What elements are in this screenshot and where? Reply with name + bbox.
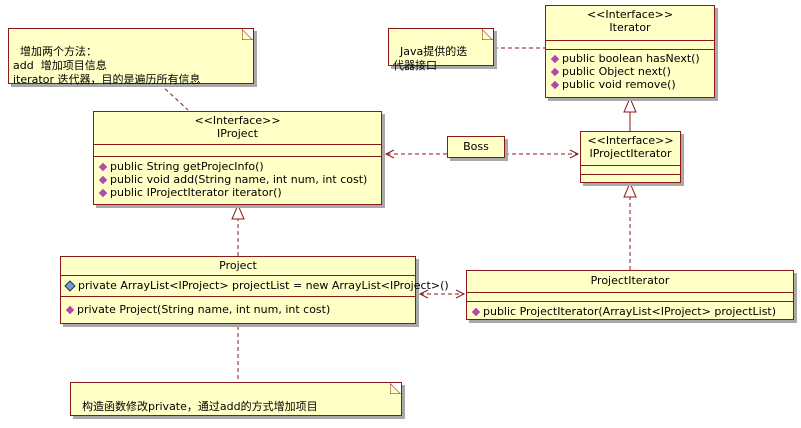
- iprojectiterator-stereotype: <<Interface>>: [587, 134, 674, 147]
- method-label: public ProjectIterator(ArrayList<IProjec…: [483, 305, 777, 318]
- public-method-icon: [550, 54, 560, 63]
- note-fold-icon: [390, 383, 401, 394]
- triangle-iterator: [623, 96, 637, 113]
- projectiterator-methods: public ProjectIterator(ArrayList<IProjec…: [467, 301, 793, 318]
- method-label: public boolean hasNext(): [562, 52, 700, 65]
- iterator-stereotype: <<Interface>>: [586, 8, 674, 21]
- method-label: public String getProjecInfo(): [110, 160, 264, 173]
- method-row: public boolean hasNext(): [546, 52, 714, 65]
- iproject-methods: public String getProjecInfo() public voi…: [94, 156, 381, 199]
- method-row: public IProjectIterator iterator(): [94, 186, 381, 199]
- triangle-iprojectiterator: [623, 181, 637, 198]
- method-row: public String getProjecInfo(): [94, 160, 381, 173]
- note-fold-icon: [242, 29, 253, 40]
- method-row: public Object next(): [546, 65, 714, 78]
- method-row: private Project(String name, int num, in…: [61, 303, 415, 316]
- field-label: private ArrayList<IProject> projectList …: [78, 279, 449, 292]
- class-project[interactable]: Project private ArrayList<IProject> proj…: [60, 256, 449, 324]
- public-method-icon: [550, 67, 560, 76]
- method-row: public void add(String name, int num, in…: [94, 173, 381, 186]
- iprojectiterator-name: IProjectIterator: [589, 147, 672, 160]
- note-java-text: Java提供的迭 代器接口: [393, 45, 468, 72]
- iproject-stereotype: <<Interface>>: [194, 114, 281, 127]
- iprojectiterator-attributes: [581, 165, 680, 174]
- method-label: public IProjectIterator iterator(): [110, 186, 282, 199]
- projectiterator-name: ProjectIterator: [590, 274, 670, 287]
- public-method-icon: [98, 175, 108, 184]
- iterator-name: Iterator: [609, 21, 651, 34]
- private-field-icon: [64, 279, 76, 292]
- projectiterator-attributes: [467, 292, 793, 301]
- note-java: Java提供的迭 代器接口: [388, 28, 494, 72]
- note-fold-icon: [482, 29, 493, 40]
- iterator-methods: public boolean hasNext() public Object n…: [546, 49, 714, 91]
- note-top-left: 增加两个方法： add 增加项目信息 iterator 迭代器，目的是遍历所有信…: [8, 28, 254, 86]
- method-label: private Project(String name, int num, in…: [77, 303, 331, 316]
- iproject-name: IProject: [217, 127, 258, 140]
- method-row: public ProjectIterator(ArrayList<IProjec…: [467, 305, 793, 318]
- field-row: private ArrayList<IProject> projectList …: [61, 279, 449, 292]
- project-attributes: private ArrayList<IProject> projectList …: [61, 275, 449, 296]
- note-bottom: 构造函数修改private，通过add的方式增加项目: [70, 382, 402, 416]
- boss-name: Boss: [463, 140, 489, 153]
- project-name: Project: [219, 259, 257, 272]
- project-methods: private Project(String name, int num, in…: [61, 296, 415, 316]
- class-boss[interactable]: Boss: [447, 136, 505, 158]
- note-top-left-text: 增加两个方法： add 增加项目信息 iterator 迭代器，目的是遍历所有信…: [13, 45, 201, 86]
- method-label: public void remove(): [562, 78, 676, 91]
- public-method-icon: [98, 188, 108, 197]
- note-anchor-line-top-left: [159, 83, 189, 111]
- class-projectiterator[interactable]: ProjectIterator public ProjectIterator(A…: [466, 270, 794, 320]
- arrowhead-project: [418, 289, 429, 299]
- class-iproject[interactable]: <<Interface>> IProject public String get…: [93, 111, 382, 205]
- public-method-icon: [471, 307, 481, 316]
- note-bottom-text: 构造函数修改private，通过add的方式增加项目: [82, 400, 318, 413]
- private-method-icon: [65, 305, 75, 314]
- iproject-attributes: [94, 144, 381, 156]
- arrowhead-iprojectiterator: [569, 149, 580, 159]
- public-method-icon: [550, 80, 560, 89]
- iterator-attributes: [546, 40, 714, 49]
- class-iprojectiterator[interactable]: <<Interface>> IProjectIterator: [580, 131, 681, 183]
- triangle-iproject: [231, 203, 245, 220]
- public-method-icon: [98, 162, 108, 171]
- arrowhead-projectiterator: [455, 289, 466, 299]
- method-label: public void add(String name, int num, in…: [110, 173, 368, 186]
- class-iterator[interactable]: <<Interface>> Iterator public boolean ha…: [545, 5, 715, 98]
- method-row: public void remove(): [546, 78, 714, 91]
- method-label: public Object next(): [562, 65, 671, 78]
- arrowhead-iproject: [384, 149, 395, 159]
- iprojectiterator-methods: [581, 174, 680, 183]
